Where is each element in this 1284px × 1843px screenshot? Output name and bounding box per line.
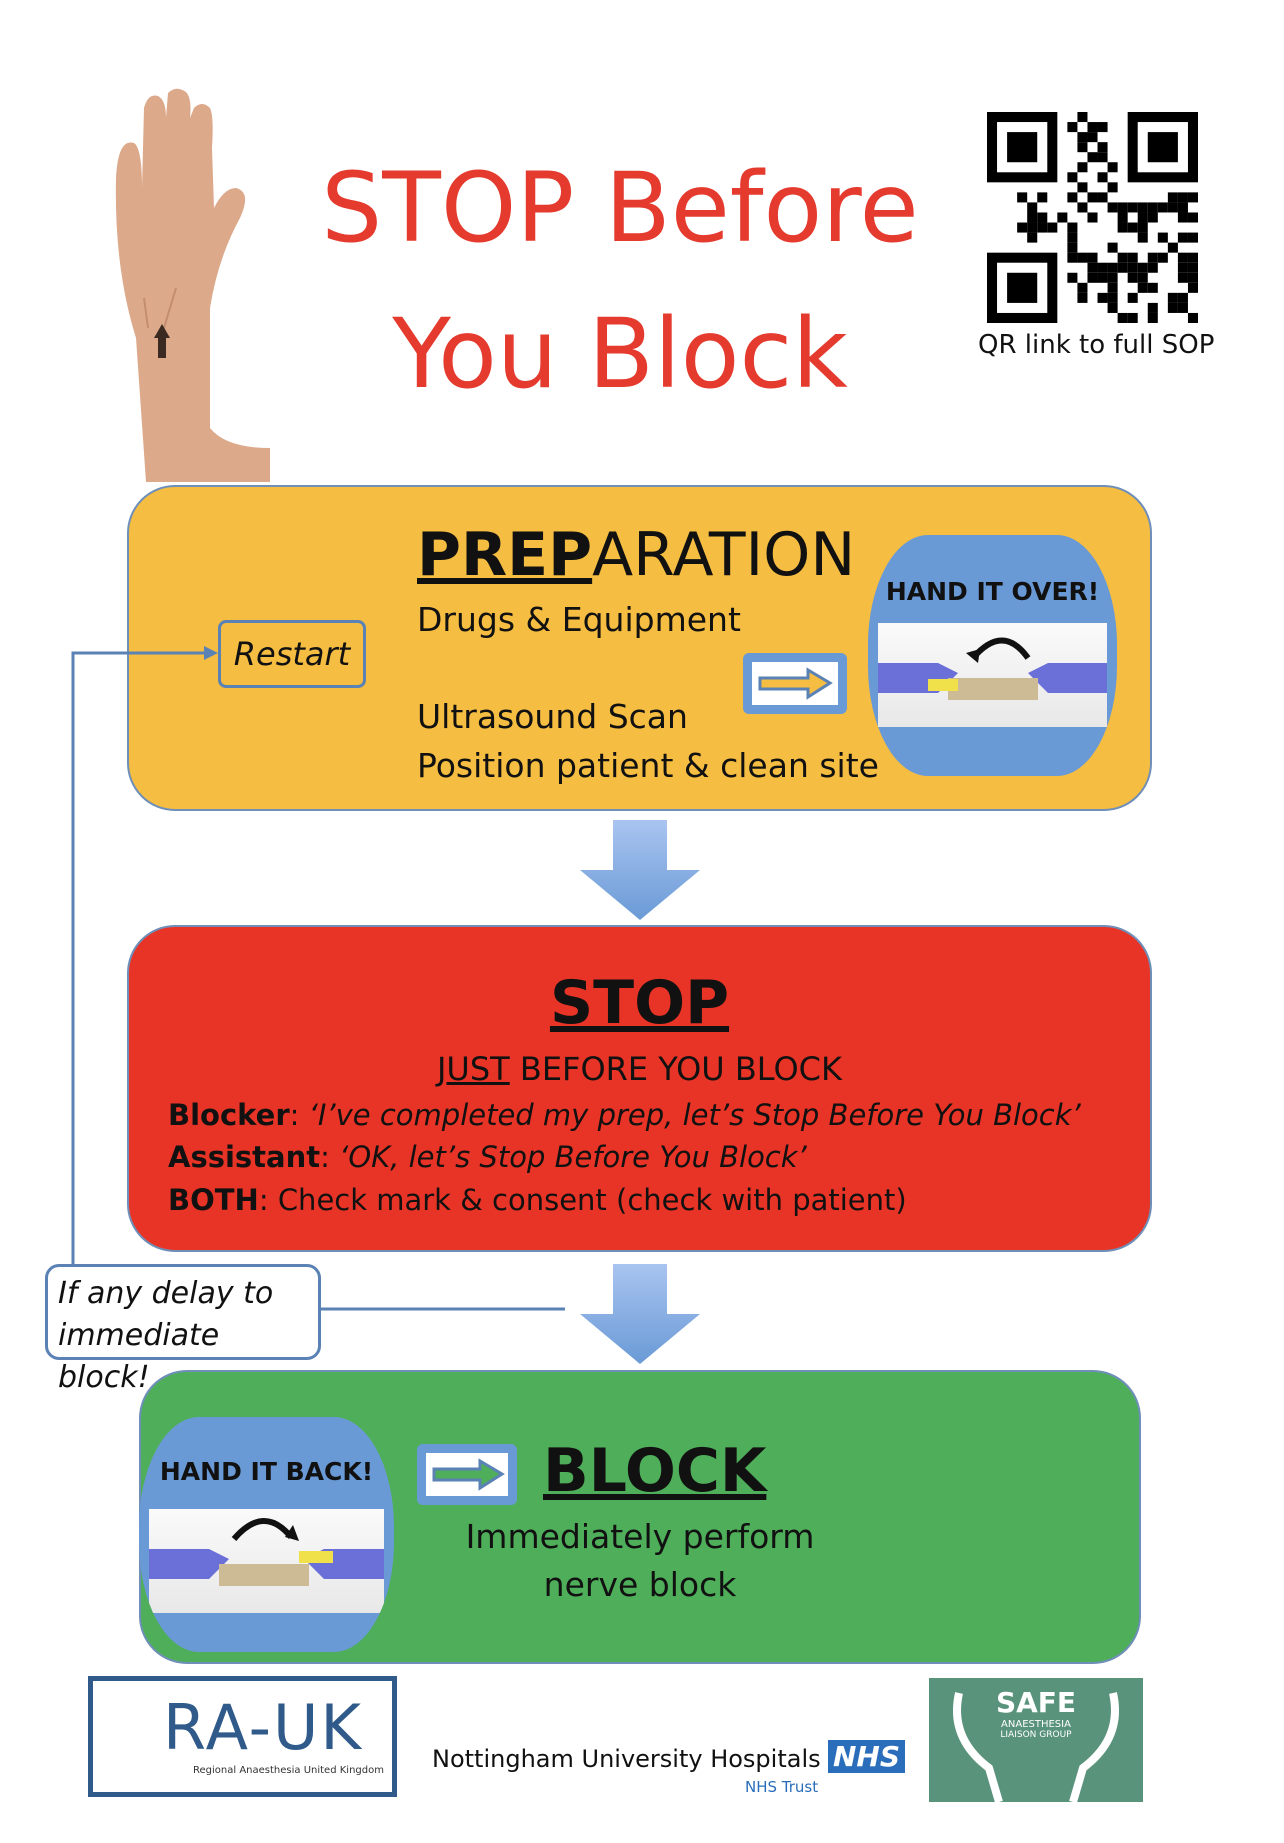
- delay-note-line1: If any delay to: [58, 1276, 274, 1311]
- hand-over-arrow: [743, 653, 847, 714]
- hand-it-over-panel: HAND IT OVER!: [868, 535, 1117, 776]
- stop-panel: [127, 925, 1152, 1252]
- preparation-heading-rest: ARATION: [592, 520, 856, 590]
- separator: :: [320, 1140, 340, 1174]
- hand-it-back-panel: HAND IT BACK!: [139, 1417, 394, 1652]
- stop-heading: STOP: [549, 968, 730, 1038]
- hand-back-photo: [149, 1509, 384, 1613]
- separator: :: [258, 1183, 278, 1217]
- hand-back-arrow: [417, 1444, 517, 1505]
- nhs-badge: NHS: [828, 1740, 906, 1773]
- stop-row-blocker: Blocker: ‘I’ve completed my prep, let’s …: [168, 1098, 1081, 1132]
- quote: ‘I’ve completed my prep, let’s Stop Befo…: [308, 1098, 1081, 1132]
- instruction: Check mark & consent (check with patient…: [277, 1183, 907, 1217]
- ra-uk-logo-subtitle: Regional Anaesthesia United Kingdom: [193, 1765, 384, 1776]
- ra-uk-logo: RA-UK Regional Anaesthesia United Kingdo…: [88, 1676, 397, 1797]
- safe-logo: SAFE ANAESTHESIA LIAISON GROUP: [929, 1678, 1143, 1802]
- hand-it-over-label: HAND IT OVER!: [885, 577, 1100, 606]
- preparation-heading-underlined: PREP: [417, 520, 593, 590]
- preparation-heading: PREPARATION: [417, 520, 855, 590]
- prep-line-drugs: Drugs & Equipment: [417, 600, 741, 639]
- safe-logo-text: SAFE: [995, 1686, 1077, 1719]
- block-line2: nerve block: [543, 1565, 737, 1604]
- role: BOTH: [168, 1183, 259, 1217]
- down-arrow-icon: [580, 820, 700, 920]
- hand-over-photo: [878, 623, 1107, 727]
- nhs-trust: NHS Trust: [745, 1778, 819, 1796]
- role: Blocker: [168, 1098, 290, 1132]
- stop-row-assistant: Assistant: ‘OK, let’s Stop Before You Bl…: [168, 1140, 807, 1174]
- role: Assistant: [168, 1140, 321, 1174]
- page-title-line1: STOP Before: [321, 152, 919, 264]
- ra-uk-logo-text: RA-UK: [163, 1691, 364, 1764]
- restart-button[interactable]: Restart: [218, 620, 366, 688]
- delay-note: If any delay to immediate block!: [45, 1264, 321, 1395]
- safe-logo-sub2: LIAISON GROUP: [1000, 1730, 1072, 1740]
- hands-icon: [953, 1692, 1119, 1802]
- page-title-line2: You Block: [392, 298, 848, 410]
- delay-note-line2: immediate block!: [58, 1318, 220, 1395]
- block-heading: BLOCK: [543, 1436, 767, 1506]
- safe-logo-sub1: ANAESTHESIA: [1001, 1719, 1071, 1730]
- raised-hand-image: [106, 88, 270, 482]
- qr-code[interactable]: [985, 112, 1200, 323]
- stop-subheading-rest: BEFORE YOU BLOCK: [509, 1050, 842, 1088]
- stop-row-both: BOTH: Check mark & consent (check with p…: [168, 1183, 907, 1217]
- qr-label: QR link to full SOP: [978, 330, 1215, 360]
- down-arrow-icon: [580, 1264, 700, 1364]
- stop-subheading: JUST BEFORE YOU BLOCK: [127, 1050, 1152, 1088]
- prep-line-position: Position patient & clean site: [417, 746, 879, 785]
- prep-line-ultrasound: Ultrasound Scan: [417, 697, 688, 736]
- hand-it-back-label: HAND IT BACK!: [159, 1457, 374, 1486]
- stop-subheading-underlined: JUST: [436, 1050, 510, 1088]
- separator: :: [289, 1098, 309, 1132]
- nuh-name: Nottingham University Hospitals: [432, 1745, 821, 1773]
- block-line1: Immediately perform: [465, 1517, 815, 1556]
- quote: ‘OK, let’s Stop Before You Block’: [339, 1140, 807, 1174]
